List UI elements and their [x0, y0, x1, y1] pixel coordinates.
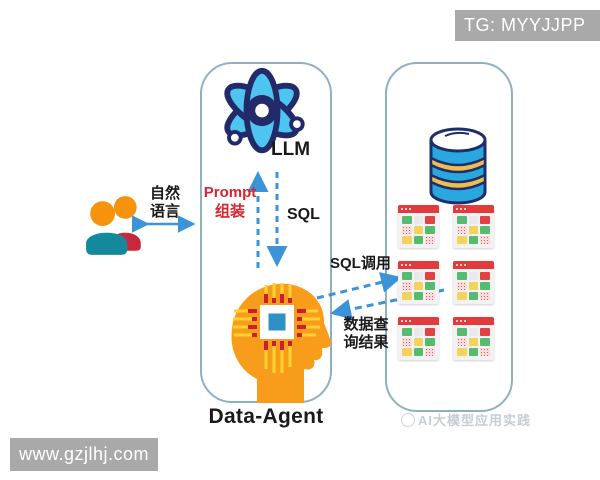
atom-icon — [224, 67, 305, 154]
database-icon — [429, 127, 487, 205]
sql-label: SQL — [287, 206, 320, 223]
head-chip-icon — [231, 283, 332, 403]
query-result-label: 数据查 询结果 — [343, 316, 389, 351]
table-window-icon — [398, 317, 439, 360]
natural-language-label: 自然 语言 — [149, 185, 180, 220]
table-window-icon — [398, 261, 439, 304]
agent-title: Data-Agent — [208, 405, 324, 428]
prompt-label: Prompt 组装 — [203, 184, 257, 220]
brand-logo-icon — [401, 412, 415, 427]
table-window-icon — [453, 317, 494, 360]
watermark-brand: AI大模型应用实践 — [401, 410, 531, 429]
watermark-site: www.gzjlhj.com — [10, 438, 158, 471]
llm-label: LLM — [271, 139, 311, 160]
tables-grid — [398, 205, 498, 360]
table-window-icon — [398, 205, 439, 248]
sql-call-label: SQL调用 — [330, 255, 391, 272]
table-window-icon — [453, 205, 494, 248]
watermark-tg: TG: MYYJJPP — [455, 10, 600, 41]
table-window-icon — [453, 261, 494, 304]
people-icon — [86, 196, 141, 255]
